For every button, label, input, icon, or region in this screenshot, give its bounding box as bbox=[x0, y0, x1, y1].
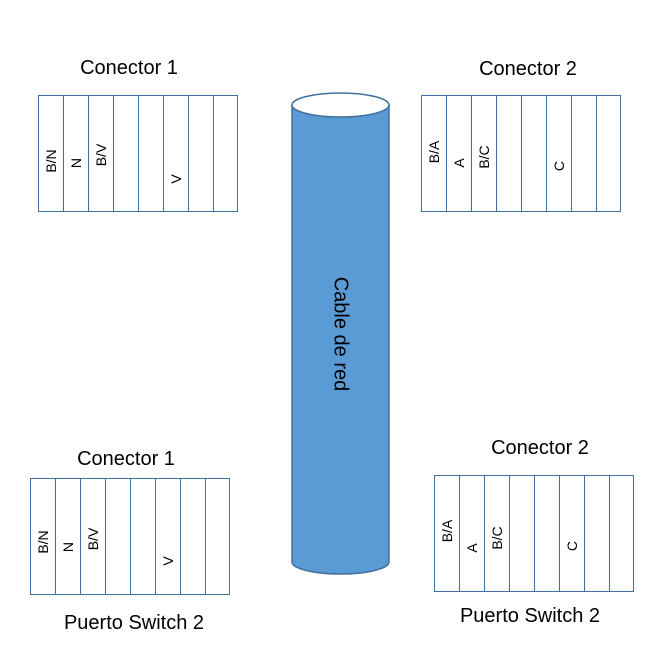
pin-label: A bbox=[464, 543, 480, 553]
pin-slot: B/N bbox=[30, 478, 55, 595]
cable-top bbox=[291, 92, 390, 118]
pin-slot bbox=[138, 95, 163, 212]
pin-slot bbox=[521, 95, 546, 212]
pin-slot: A bbox=[459, 475, 484, 592]
switch-port-label: Puerto Switch 2 bbox=[63, 612, 205, 634]
pin-slot: B/V bbox=[88, 95, 113, 212]
pin-slot: N bbox=[63, 95, 88, 212]
connector-1-bottom: B/N N B/V V bbox=[30, 478, 230, 595]
pin-label: B/C bbox=[489, 526, 505, 550]
pin-slot bbox=[571, 95, 596, 212]
connector-title: Conector 1 bbox=[77, 448, 175, 470]
pin-slot: C bbox=[546, 95, 571, 212]
pin-label: B/N bbox=[43, 149, 59, 173]
pin-slot: B/C bbox=[484, 475, 509, 592]
pin-label: A bbox=[451, 158, 467, 168]
pin-slot: N bbox=[55, 478, 80, 595]
pin-label: B/C bbox=[476, 145, 492, 169]
cable-body bbox=[291, 104, 390, 575]
switch-port-label: Puerto Switch 2 bbox=[459, 605, 601, 627]
pin-slot bbox=[534, 475, 559, 592]
cable-label: Cable de red bbox=[329, 276, 352, 392]
pin-slot bbox=[105, 478, 130, 595]
pin-slot: B/V bbox=[80, 478, 105, 595]
pin-label: B/A bbox=[426, 140, 442, 164]
pin-slot: B/C bbox=[471, 95, 496, 212]
pin-slot: C bbox=[559, 475, 584, 592]
pin-slot: V bbox=[155, 478, 180, 595]
pin-slot: B/N bbox=[38, 95, 63, 212]
connector-2-bottom: B/A A B/C C bbox=[434, 475, 634, 592]
pin-label: V bbox=[160, 556, 176, 566]
pin-label: B/V bbox=[85, 527, 101, 551]
pin-slot bbox=[205, 478, 230, 595]
pin-slot: B/A bbox=[434, 475, 459, 592]
pin-label: B/V bbox=[93, 143, 109, 167]
pin-slot bbox=[188, 95, 213, 212]
connector-2-top: B/A A B/C C bbox=[421, 95, 621, 212]
pin-slot: A bbox=[446, 95, 471, 212]
pin-label: B/N bbox=[35, 530, 51, 554]
pin-slot bbox=[213, 95, 238, 212]
connector-title: Conector 2 bbox=[491, 437, 589, 459]
pin-slot bbox=[509, 475, 534, 592]
pin-slot bbox=[130, 478, 155, 595]
connector-title: Conector 1 bbox=[80, 57, 178, 79]
pin-label: N bbox=[68, 157, 84, 169]
pin-label: N bbox=[60, 541, 76, 553]
pin-label: V bbox=[168, 174, 184, 184]
connector-title: Conector 2 bbox=[479, 58, 577, 80]
pin-label: B/A bbox=[439, 519, 455, 543]
pin-slot bbox=[496, 95, 521, 212]
pin-label: C bbox=[551, 160, 567, 172]
pin-slot bbox=[113, 95, 138, 212]
pin-slot bbox=[596, 95, 621, 212]
pin-slot: B/A bbox=[421, 95, 446, 212]
pin-slot: V bbox=[163, 95, 188, 212]
connector-1-top: B/N N B/V V bbox=[38, 95, 238, 212]
pin-label: C bbox=[564, 540, 580, 552]
pin-slot bbox=[584, 475, 609, 592]
pin-slot bbox=[180, 478, 205, 595]
pin-slot bbox=[609, 475, 634, 592]
